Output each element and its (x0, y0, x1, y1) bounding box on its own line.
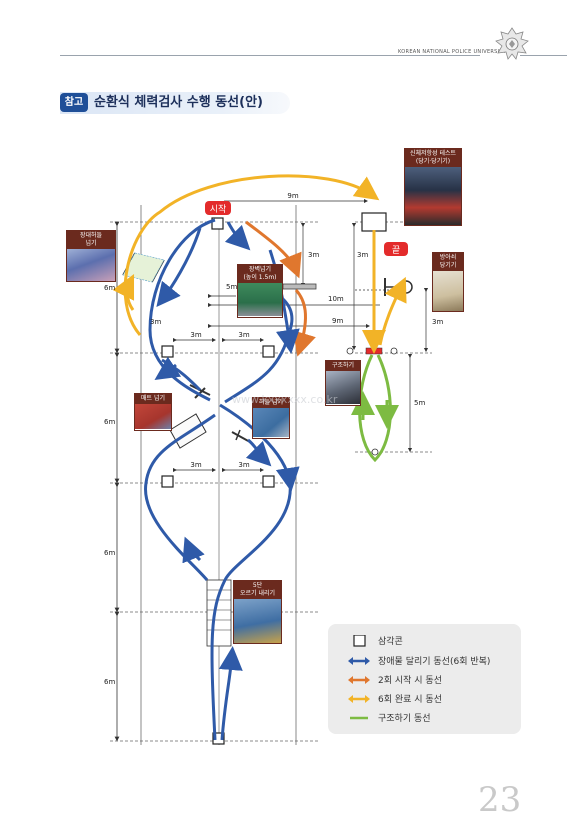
caption-mat-jump: 매트 넘기 (135, 394, 171, 404)
hurdle-obstacle (231, 429, 251, 443)
dist-side-6m-4: 6m (104, 678, 115, 686)
dist-9m-2: 9m (332, 317, 343, 325)
legend-label-obstacle-run: 장애물 달리기 동선(6회 반복) (378, 657, 491, 667)
dist-right-3m-b: 3m (357, 251, 368, 259)
dist-left-3m: 3m (150, 318, 161, 326)
caption-stairs: 5단 오르기 내리기 (234, 581, 281, 599)
mat-jump-image (135, 404, 171, 429)
legend-item-rescue-route: 구조하기 동선 (348, 711, 431, 724)
dist-side-6m-1: 6m (104, 284, 115, 292)
photo-mat-jump: 매트 넘기 (134, 393, 172, 431)
photo-wall-jump: 장벽넘기 (높이 1.5m) (237, 264, 283, 318)
photo-hurdle: 허들 넘기 (252, 397, 290, 439)
mat-obstacle (169, 384, 211, 449)
cone-right-2 (262, 475, 275, 488)
drag-station-box (361, 212, 387, 232)
caption-wall-jump: 장벽넘기 (높이 1.5m) (238, 265, 282, 283)
section-badge: 참고 (60, 93, 88, 112)
legend-item-six-complete: 6회 완료 시 동선 (348, 692, 442, 705)
legend-label-cone: 삼각콘 (378, 637, 403, 647)
legend-item-second-start: 2회 시작 시 동선 (348, 673, 442, 686)
header-rule-left (60, 55, 480, 56)
watermark: www.kxxxxxx.co.kr (232, 393, 338, 406)
section-title-bar (60, 92, 290, 114)
route-six-complete (112, 174, 407, 354)
dist-side-6m-3: 6m (104, 549, 115, 557)
dist-mid2-3m-a: 3m (190, 461, 201, 469)
trigger-pull-image (433, 271, 463, 311)
photo-hurdle-long: 장대허들 넘기 (66, 230, 116, 282)
dist-right-3m-a: 3m (308, 251, 319, 259)
drag-test-image (405, 167, 461, 225)
dist-mid-3m-b: 3m (238, 331, 249, 339)
dist-rescue-5m: 5m (414, 399, 425, 407)
cone-legend-icon (353, 634, 366, 647)
dist-top-9m: 9m (287, 192, 298, 200)
legend-item-obstacle-run: 장애물 달리기 동선(6회 반복) (348, 654, 490, 667)
route-second-start (245, 220, 316, 357)
route-rescue (351, 354, 399, 463)
legend-label-six-complete: 6회 완료 시 동선 (378, 695, 442, 705)
legend-label-rescue-route: 구조하기 동선 (378, 714, 431, 724)
start-marker: 시작 (205, 201, 231, 215)
orange-arrow-icon (348, 675, 370, 684)
caption-trigger-pull: 방아쇠 당기기 (433, 253, 463, 271)
hurdle-image (253, 408, 289, 437)
photo-trigger-pull: 방아쇠 당기기 (432, 252, 464, 312)
cone-start (211, 217, 224, 230)
cones (161, 212, 387, 745)
cone-left-1 (161, 345, 174, 358)
dist-10m: 10m (328, 295, 344, 303)
caption-hurdle: 허들 넘기 (253, 398, 289, 408)
wall-obstacle (282, 283, 317, 290)
stairs-image (234, 599, 281, 643)
caption-drag-test: 신체저항성 테스트 (당기·당기기) (405, 149, 461, 167)
dist-5m-wall: 5m (226, 283, 237, 291)
photo-drag-test: 신체저항성 테스트 (당기·당기기) (404, 148, 462, 226)
header-university: KOREAN NATIONAL POLICE UNIVERSITY (398, 49, 507, 55)
caption-rescue: 구조하기 (326, 361, 360, 371)
dist-mid-3m-a: 3m (190, 331, 201, 339)
caption-hurdle-long: 장대허들 넘기 (67, 231, 115, 249)
police-emblem-icon (495, 27, 529, 60)
yellow-arrow-icon (348, 694, 370, 703)
section-title: 순환식 체력검사 수행 동선(안) (94, 95, 263, 110)
route-obstacle-run (144, 218, 300, 741)
start-label: 시작 (210, 204, 227, 215)
end-marker: 끝 (384, 242, 408, 256)
cone-left-2 (161, 475, 174, 488)
page-number: 23 (478, 780, 522, 820)
wall-jump-image (238, 283, 282, 316)
rescue-image (326, 371, 360, 404)
end-label: 끝 (392, 245, 400, 256)
blue-arrow-icon (348, 656, 370, 665)
distance-labels: 9m 3m 3m 3m 3m 3m 3m 3m 3m 5m 10m 9m 5m … (104, 192, 443, 686)
legend-label-second-start: 2회 시작 시 동선 (378, 676, 442, 686)
hurdle-long-image (67, 249, 115, 281)
photo-rescue: 구조하기 (325, 360, 361, 406)
dist-right-3m-c: 3m (432, 318, 443, 326)
cone-right-1 (262, 345, 275, 358)
cone-bottom (212, 732, 225, 745)
legend-item-cone: 삼각콘 (348, 634, 403, 647)
dist-mid2-3m-b: 3m (238, 461, 249, 469)
green-line-icon (350, 716, 368, 719)
stairs-obstacle (206, 579, 232, 647)
photo-stairs: 5단 오르기 내리기 (233, 580, 282, 644)
header-rule-right (520, 55, 567, 56)
dist-side-6m-2: 6m (104, 418, 115, 426)
